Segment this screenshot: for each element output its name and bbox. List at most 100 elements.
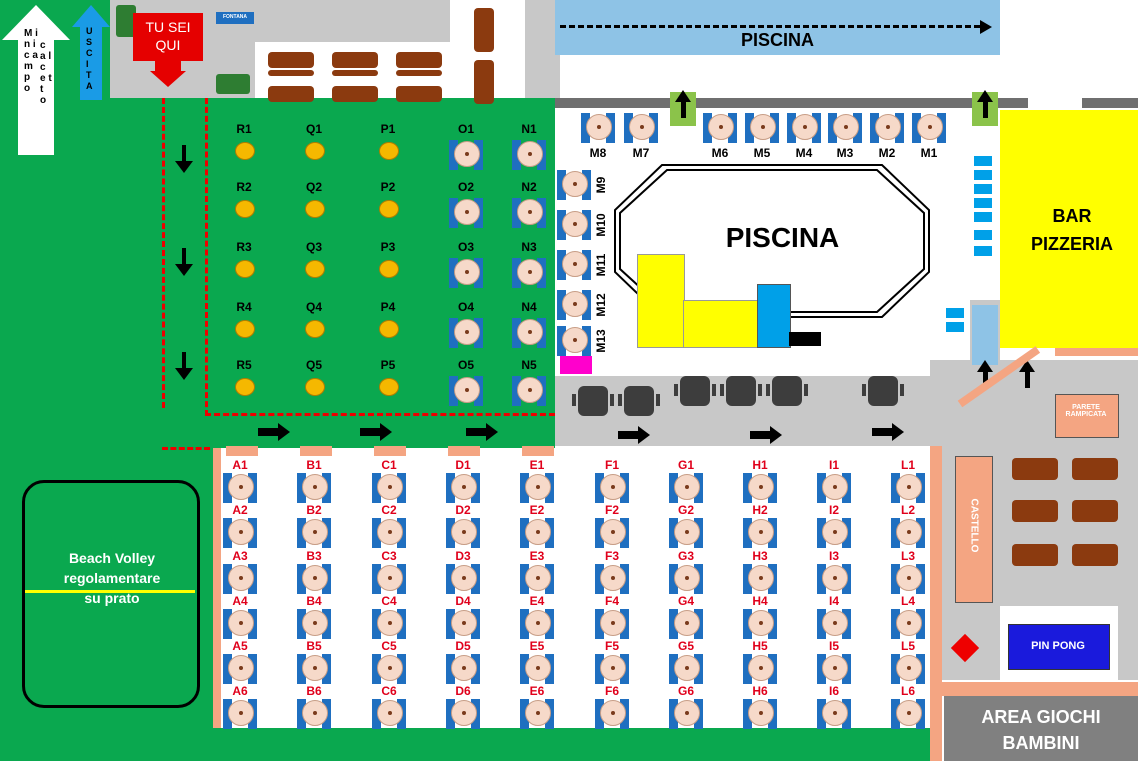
umbrella-seat[interactable]	[512, 138, 546, 172]
spot-dot[interactable]	[379, 378, 399, 396]
umbrella-seat[interactable]	[372, 652, 406, 686]
umbrella-seat[interactable]	[512, 374, 546, 408]
umbrella-seat[interactable]	[743, 471, 777, 505]
umbrella-seat[interactable]	[891, 516, 925, 550]
spot-dot[interactable]	[235, 260, 255, 278]
umbrella-seat[interactable]	[223, 516, 257, 550]
umbrella-seat[interactable]	[520, 607, 554, 641]
umbrella-seat[interactable]	[669, 516, 703, 550]
spot-dot[interactable]	[305, 142, 325, 160]
spot-dot[interactable]	[379, 200, 399, 218]
umbrella-seat[interactable]	[817, 697, 851, 731]
umbrella-seat[interactable]	[745, 111, 779, 145]
umbrella-seat[interactable]	[520, 562, 554, 596]
umbrella-seat[interactable]	[891, 471, 925, 505]
umbrella-seat[interactable]	[512, 316, 546, 350]
umbrella-seat[interactable]	[743, 652, 777, 686]
umbrella-seat[interactable]	[446, 516, 480, 550]
spot-dot[interactable]	[379, 142, 399, 160]
umbrella-seat[interactable]	[595, 516, 629, 550]
umbrella-seat[interactable]	[372, 562, 406, 596]
umbrella-seat[interactable]	[891, 652, 925, 686]
umbrella-seat[interactable]	[557, 248, 591, 282]
umbrella-seat[interactable]	[817, 562, 851, 596]
umbrella-seat[interactable]	[624, 111, 658, 145]
umbrella-seat[interactable]	[669, 471, 703, 505]
umbrella-seat[interactable]	[557, 288, 591, 322]
umbrella-seat[interactable]	[512, 196, 546, 230]
spot-dot[interactable]	[305, 378, 325, 396]
umbrella-seat[interactable]	[743, 516, 777, 550]
umbrella-seat[interactable]	[557, 208, 591, 242]
spot-dot[interactable]	[379, 320, 399, 338]
umbrella-seat[interactable]	[669, 652, 703, 686]
umbrella-seat[interactable]	[449, 316, 483, 350]
umbrella-seat[interactable]	[520, 697, 554, 731]
umbrella-seat[interactable]	[297, 562, 331, 596]
spot-dot[interactable]	[235, 378, 255, 396]
umbrella-seat[interactable]	[817, 516, 851, 550]
umbrella-seat[interactable]	[297, 607, 331, 641]
umbrella-seat[interactable]	[817, 607, 851, 641]
umbrella-seat[interactable]	[891, 607, 925, 641]
umbrella-seat[interactable]	[520, 471, 554, 505]
umbrella-seat[interactable]	[446, 471, 480, 505]
umbrella-seat[interactable]	[520, 652, 554, 686]
umbrella-seat[interactable]	[669, 697, 703, 731]
umbrella-seat[interactable]	[372, 697, 406, 731]
umbrella-seat[interactable]	[743, 607, 777, 641]
umbrella-seat[interactable]	[891, 562, 925, 596]
umbrella-seat[interactable]	[817, 471, 851, 505]
umbrella-seat[interactable]	[449, 196, 483, 230]
umbrella-seat[interactable]	[297, 516, 331, 550]
umbrella-seat[interactable]	[912, 111, 946, 145]
umbrella-seat[interactable]	[446, 562, 480, 596]
umbrella-seat[interactable]	[828, 111, 862, 145]
umbrella-seat[interactable]	[446, 697, 480, 731]
umbrella-seat[interactable]	[669, 562, 703, 596]
beach-volley-court	[22, 480, 200, 708]
sun-lounger	[974, 170, 992, 180]
umbrella-seat[interactable]	[557, 168, 591, 202]
umbrella-seat[interactable]	[891, 697, 925, 731]
umbrella-seat[interactable]	[223, 562, 257, 596]
umbrella-seat[interactable]	[512, 256, 546, 290]
spot-dot[interactable]	[379, 260, 399, 278]
umbrella-seat[interactable]	[787, 111, 821, 145]
umbrella-seat[interactable]	[817, 652, 851, 686]
umbrella-seat[interactable]	[446, 607, 480, 641]
umbrella-seat[interactable]	[595, 562, 629, 596]
umbrella-seat[interactable]	[595, 652, 629, 686]
spot-dot[interactable]	[235, 142, 255, 160]
umbrella-seat[interactable]	[223, 607, 257, 641]
spot-dot[interactable]	[305, 260, 325, 278]
umbrella-seat[interactable]	[703, 111, 737, 145]
umbrella-seat[interactable]	[595, 471, 629, 505]
umbrella-seat[interactable]	[223, 652, 257, 686]
spot-dot[interactable]	[305, 320, 325, 338]
umbrella-seat[interactable]	[669, 607, 703, 641]
umbrella-seat[interactable]	[595, 697, 629, 731]
spot-dot[interactable]	[305, 200, 325, 218]
umbrella-seat[interactable]	[297, 697, 331, 731]
umbrella-seat[interactable]	[372, 516, 406, 550]
umbrella-seat[interactable]	[372, 471, 406, 505]
spot-dot[interactable]	[235, 320, 255, 338]
umbrella-seat[interactable]	[446, 652, 480, 686]
umbrella-seat[interactable]	[297, 471, 331, 505]
umbrella-seat[interactable]	[557, 324, 591, 358]
umbrella-seat[interactable]	[223, 471, 257, 505]
umbrella-seat[interactable]	[743, 562, 777, 596]
umbrella-seat[interactable]	[743, 697, 777, 731]
umbrella-seat[interactable]	[223, 697, 257, 731]
umbrella-seat[interactable]	[520, 516, 554, 550]
umbrella-seat[interactable]	[870, 111, 904, 145]
umbrella-seat[interactable]	[449, 138, 483, 172]
umbrella-seat[interactable]	[595, 607, 629, 641]
umbrella-seat[interactable]	[449, 374, 483, 408]
umbrella-seat[interactable]	[581, 111, 615, 145]
umbrella-seat[interactable]	[297, 652, 331, 686]
spot-dot[interactable]	[235, 200, 255, 218]
umbrella-seat[interactable]	[449, 256, 483, 290]
umbrella-seat[interactable]	[372, 607, 406, 641]
